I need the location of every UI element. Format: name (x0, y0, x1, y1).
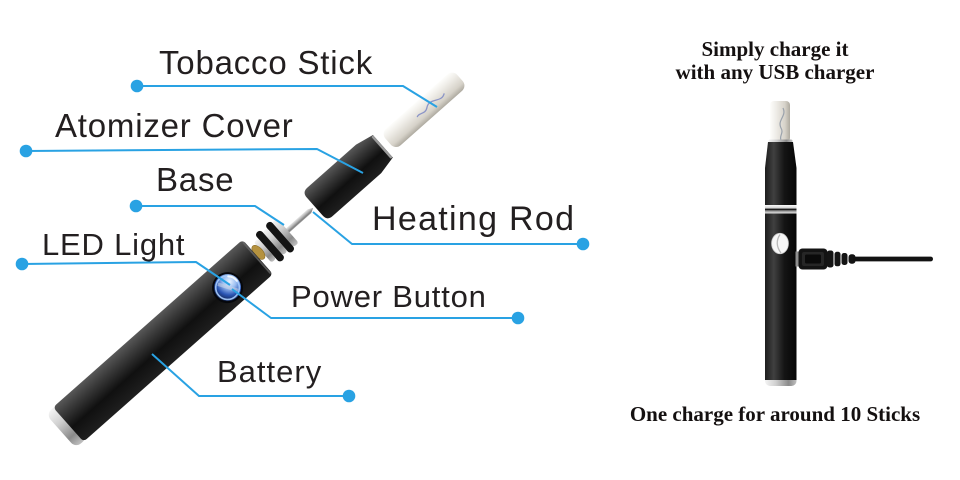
charging-heading: Simply charge it with any USB charger (610, 38, 940, 84)
label-atomizer-cover: Atomizer Cover (55, 107, 294, 144)
charging-device-stick (768, 101, 793, 143)
leader-dot-base (129, 199, 143, 213)
base-part (251, 219, 298, 262)
battery-part (48, 241, 272, 446)
label-power-button: Power Button (291, 279, 487, 314)
leader-dot-heating-rod (576, 237, 590, 251)
leader-dot-battery (342, 389, 356, 403)
leader-line-led-light (21, 261, 231, 286)
led-power-button (212, 272, 244, 304)
leader-lines (15, 79, 590, 403)
leader-line-power-button (231, 288, 518, 319)
heating-rod-part (281, 207, 314, 237)
charging-caption: One charge for around 10 Sticks (629, 402, 921, 426)
charging-device (765, 101, 933, 386)
leader-line-heating-rod (312, 211, 583, 245)
silver-ring (765, 205, 797, 214)
leader-line-atomizer-cover (25, 148, 364, 174)
usb-cord (853, 256, 933, 262)
usb-cable (795, 248, 933, 270)
label-tobacco-stick: Tobacco Stick (159, 44, 373, 81)
usb-plug (798, 248, 828, 270)
label-battery: Battery (217, 354, 323, 389)
leader-dot-atomizer-cover (19, 144, 33, 158)
label-base: Base (156, 161, 235, 198)
label-led-light: LED Light (42, 227, 186, 262)
atomizer-cover-part (304, 135, 393, 219)
charging-heading-line-2: with any USB charger (675, 60, 875, 84)
leader-line-base (136, 205, 285, 226)
label-heating-rod: Heating Rod (372, 200, 576, 238)
charging-heading-line-1: Simply charge it (701, 37, 849, 61)
leader-dot-tobacco-stick (130, 79, 144, 93)
charging-device-body (765, 142, 797, 386)
power-button-white (771, 232, 789, 255)
leader-line-tobacco-stick (137, 85, 438, 108)
leader-line-battery (151, 353, 349, 397)
tobacco-stick-part (383, 72, 465, 147)
leader-dot-led-light (15, 257, 29, 271)
usb-metal-tip (795, 251, 801, 267)
disassembled-device (48, 72, 465, 446)
leader-dot-power-button (511, 311, 525, 325)
